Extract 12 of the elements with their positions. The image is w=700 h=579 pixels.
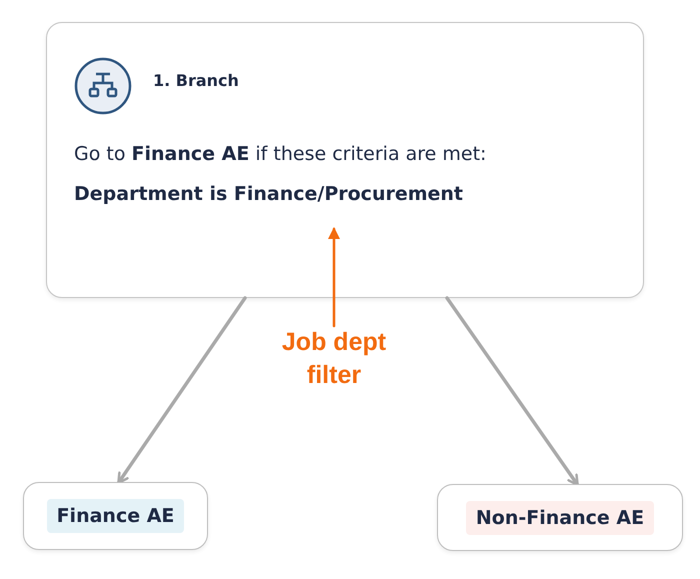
arrow [117, 296, 247, 484]
branch-rule-text: Go to Finance AE if these criteria are met: [74, 143, 486, 165]
arrow [445, 296, 579, 486]
annotation-label: Job dept filter [254, 326, 414, 392]
branch-card [46, 22, 644, 298]
outcome-box [23, 482, 208, 550]
outcome-tag: Finance AE [46, 499, 184, 533]
outcome-tag: Non-Finance AE [466, 500, 654, 534]
outcome-box [437, 484, 683, 551]
arrow [328, 227, 340, 328]
step-heading: 1. Branch [153, 71, 239, 90]
criteria-text: Department is Finance/Procurement [74, 183, 464, 229]
